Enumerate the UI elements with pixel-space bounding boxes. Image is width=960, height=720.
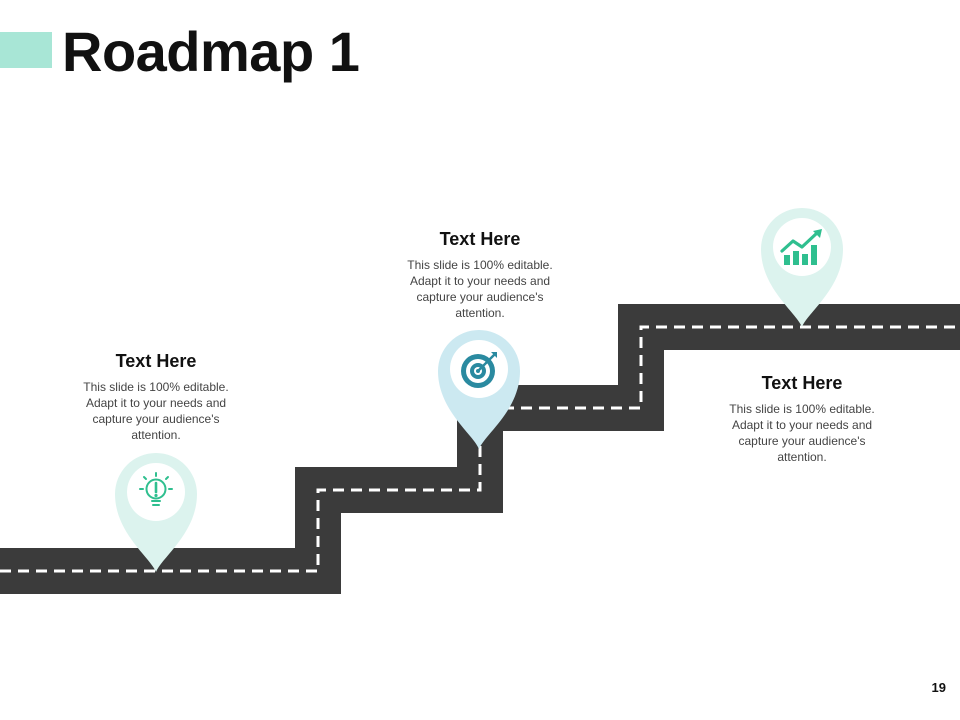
slide-title: Roadmap 1 <box>62 20 360 83</box>
milestone-1-heading: Text Here <box>115 351 197 371</box>
milestone-2-pin <box>438 329 520 449</box>
milestone-2-body: This slide is 100% editable. Adapt it to… <box>407 258 553 320</box>
road-center-dashes <box>0 325 960 573</box>
milestone-3-heading: Text Here <box>761 373 843 393</box>
milestone-1-text: Text Here This slide is 100% editable. A… <box>71 350 241 443</box>
milestone-1-pin <box>115 452 197 572</box>
target-icon <box>461 352 497 388</box>
milestone-1-body: This slide is 100% editable. Adapt it to… <box>83 380 229 442</box>
milestone-3-body: This slide is 100% editable. Adapt it to… <box>729 402 875 464</box>
growth-chart-icon <box>780 229 822 265</box>
milestone-3-text: Text Here This slide is 100% editable. A… <box>717 372 887 465</box>
lightbulb-icon <box>139 472 173 506</box>
page-number: 19 <box>931 680 946 695</box>
title-accent-bar <box>0 32 52 68</box>
milestone-2-text: Text Here This slide is 100% editable. A… <box>395 228 565 321</box>
milestone-3-pin <box>761 207 843 327</box>
milestone-2-heading: Text Here <box>439 229 521 249</box>
